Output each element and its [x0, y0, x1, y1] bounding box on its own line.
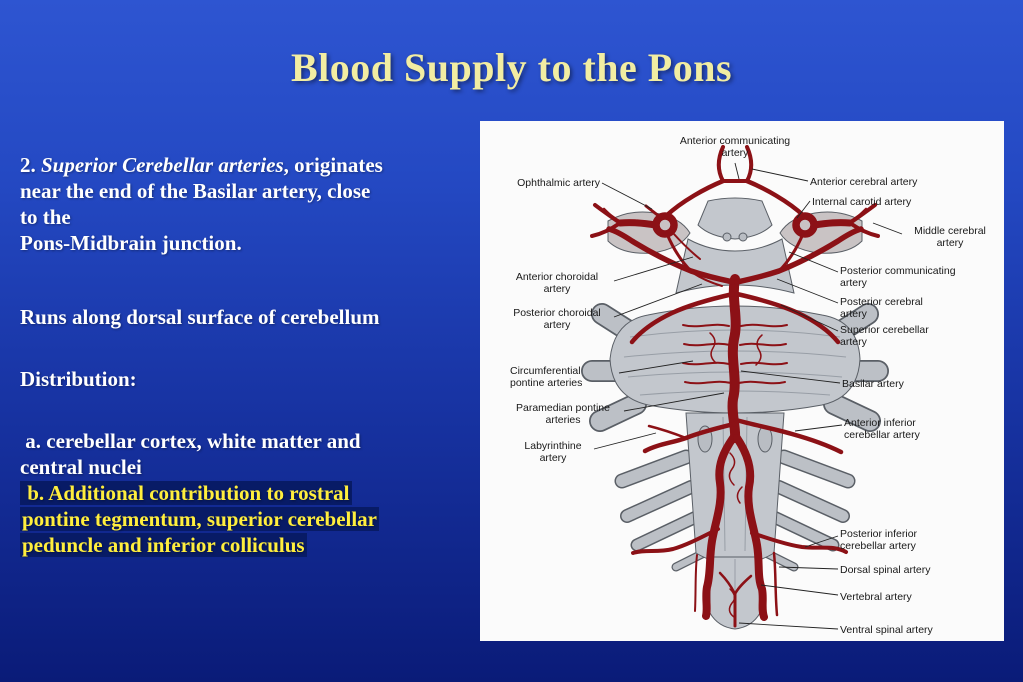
label-ophthalmic-artery: Ophthalmic artery	[517, 177, 600, 189]
paragraph-distribution: Distribution:	[20, 367, 137, 392]
body-text: 2. Superior Cerebellar arteries, origina…	[20, 152, 478, 594]
superior-cerebellar-left-path	[629, 291, 736, 345]
paragraph-superior-cerebellar: 2. Superior Cerebellar arteries, origina…	[20, 152, 478, 256]
figure-panel: Anterior communicating artery Ophthalmic…	[480, 121, 1004, 641]
para1-rest: , originates	[283, 153, 383, 177]
label-anterior-inferior-cerebellar-artery: Anterior inferior cerebellar artery	[844, 417, 920, 442]
pica-right-path	[750, 531, 848, 554]
label-paramedian-pontine-arteries: Paramedian pontine arteries	[516, 402, 610, 427]
label-basilar-artery: Basilar artery	[842, 378, 904, 390]
para1-line2: near the end of the Basilar artery, clos…	[20, 179, 371, 204]
label-middle-cerebral-artery: Middle cerebral artery	[914, 225, 986, 250]
pica-left-path	[631, 527, 720, 555]
label-vertebral-artery: Vertebral artery	[840, 591, 912, 603]
vertebral-artery-left-path	[702, 434, 737, 620]
ophthalmic-artery-path	[644, 204, 662, 219]
anterior-cerebral-artery-path	[716, 145, 725, 183]
item-a-line1: a. cerebellar cortex, white matter and	[20, 429, 361, 454]
labyrinthine-artery-path	[647, 424, 688, 440]
aica-right-path	[733, 417, 844, 455]
label-ventral-spinal-artery: Ventral spinal artery	[840, 624, 933, 636]
posterior-cerebral-left-path	[606, 226, 736, 285]
vertebral-artery-right-path	[733, 434, 768, 621]
para1-line4: Pons-Midbrain junction.	[20, 231, 242, 256]
label-dorsal-spinal-artery: Dorsal spinal artery	[840, 564, 931, 576]
item-b-line1: b. Additional contribution to rostral	[20, 481, 352, 506]
label-anterior-cerebral-artery: Anterior cerebral artery	[810, 176, 918, 188]
leader-lines	[593, 162, 903, 630]
dorsal-spinal-artery-path	[772, 551, 779, 617]
item-b-line3: peduncle and inferior colliculus	[20, 533, 307, 558]
label-posterior-choroidal-artery: Posterior choroidal artery	[513, 307, 601, 332]
brainstem-diagram	[581, 145, 903, 630]
label-posterior-communicating-artery: Posterior communicating artery	[840, 265, 956, 290]
label-posterior-inferior-cerebellar-artery: Posterior inferior cerebellar artery	[840, 528, 918, 553]
page-title: Blood Supply to the Pons	[290, 45, 733, 90]
label-labyrinthine-artery: Labyrinthine artery	[524, 440, 582, 465]
middle-cerebral-right-path	[810, 219, 854, 229]
item-a-line2: central nuclei	[20, 455, 142, 480]
label-anterior-choroidal-artery: Anterior choroidal artery	[515, 271, 599, 296]
basilar-artery-path	[727, 274, 741, 443]
para1-italic-term: Superior Cerebellar arteries	[41, 153, 284, 177]
optic-chiasm-shape	[697, 197, 773, 240]
label-posterior-cerebral-artery: Posterior cerebral artery	[840, 296, 923, 321]
item-b-line2: pontine tegmentum, superior cerebellar	[20, 507, 380, 532]
posterior-cerebral-right-path	[734, 226, 864, 285]
label-circumferential-pontine-arteries: Circumferential pontine arteries	[510, 365, 583, 390]
para1-number: 2.	[20, 153, 41, 177]
label-anterior-communicating-artery: Anterior communicating artery	[679, 135, 791, 160]
para1-line3: to the	[20, 205, 71, 230]
label-internal-carotid-artery: Internal carotid artery	[812, 196, 912, 208]
arteries	[590, 145, 880, 628]
anterior-choroidal-path	[672, 232, 701, 260]
label-superior-cerebellar-artery: Superior cerebellar artery	[840, 324, 929, 349]
middle-cerebral-left-path	[616, 219, 660, 229]
paragraph-runs-along: Runs along dorsal surface of cerebellum	[20, 305, 380, 330]
